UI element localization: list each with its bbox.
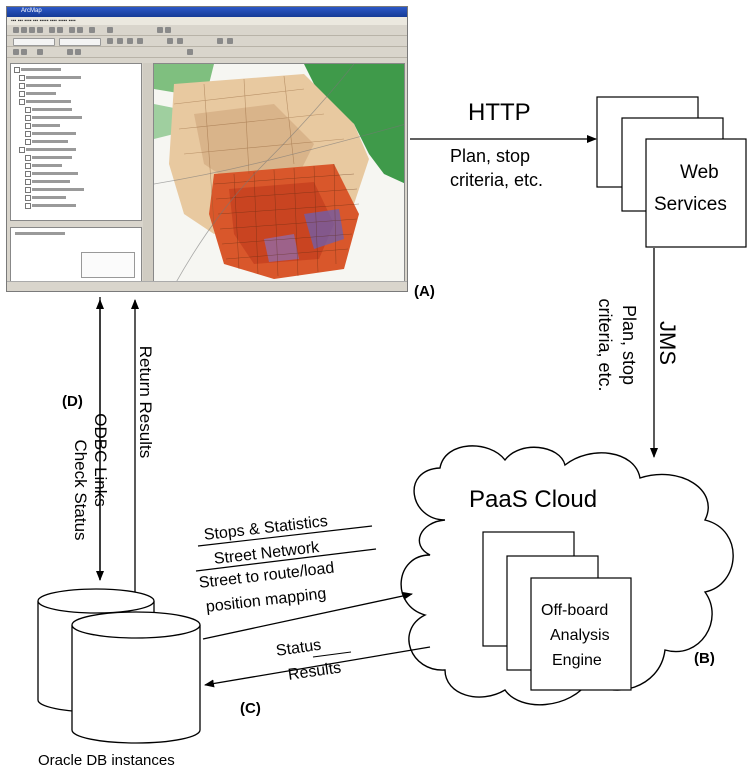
map-view: [153, 63, 405, 285]
check-status-label: Check Status: [71, 439, 90, 541]
table-of-contents: [10, 63, 142, 221]
engine-line2: Analysis: [550, 627, 610, 644]
app-toolbar-1: [7, 25, 407, 36]
app-status-bar: [7, 281, 407, 291]
label-d: (D): [62, 393, 83, 410]
oracle-db-caption: Oracle DB instances: [38, 752, 175, 769]
web-services-line2: Services: [654, 194, 727, 215]
app-title: ArcMap: [21, 8, 42, 14]
street-map-image: [154, 64, 404, 284]
engine-line1: Off-board: [541, 602, 609, 619]
label-b: (B): [694, 650, 715, 667]
return-results-label: Return Results: [136, 345, 155, 459]
cloud-to-db-arrow: [204, 646, 431, 688]
app-title-bar: ArcMap: [7, 7, 407, 17]
odbc-links-label: ODBC Links: [91, 413, 110, 507]
web-services-stack: [596, 96, 747, 248]
analysis-engine-stack: [482, 531, 632, 691]
vertical-toolbar: [143, 63, 153, 283]
app-toolbar-3: [7, 47, 407, 58]
app-toolbar-2: [7, 36, 407, 47]
http-desc-line2: criteria, etc.: [450, 170, 544, 190]
web-services-line1: Web: [680, 162, 719, 183]
jms-label: JMS: [655, 321, 680, 365]
database-cylinders: [37, 588, 201, 744]
jms-desc-line2: criteria, etc.: [595, 298, 615, 392]
http-desc-line1: Plan, stop: [450, 146, 531, 166]
gis-application-window: ArcMap ▪▪▪ ▪▪▪ ▪▪▪▪ ▪▪▪ ▪▪▪▪▪ ▪▪▪▪ ▪▪▪▪▪…: [6, 6, 408, 292]
label-a: (A): [414, 283, 435, 300]
db-to-cloud-arrow: [202, 591, 413, 640]
jms-desc-line1: Plan, stop: [619, 304, 639, 386]
engine-line3: Engine: [552, 652, 602, 669]
app-menu-bar: ▪▪▪ ▪▪▪ ▪▪▪▪ ▪▪▪ ▪▪▪▪▪ ▪▪▪▪ ▪▪▪▪▪ ▪▪▪▪: [7, 17, 407, 25]
label-c: (C): [240, 700, 261, 717]
http-label: HTTP: [468, 99, 531, 126]
attribute-panel: [10, 227, 142, 283]
paas-cloud-title: PaaS Cloud: [469, 486, 598, 513]
